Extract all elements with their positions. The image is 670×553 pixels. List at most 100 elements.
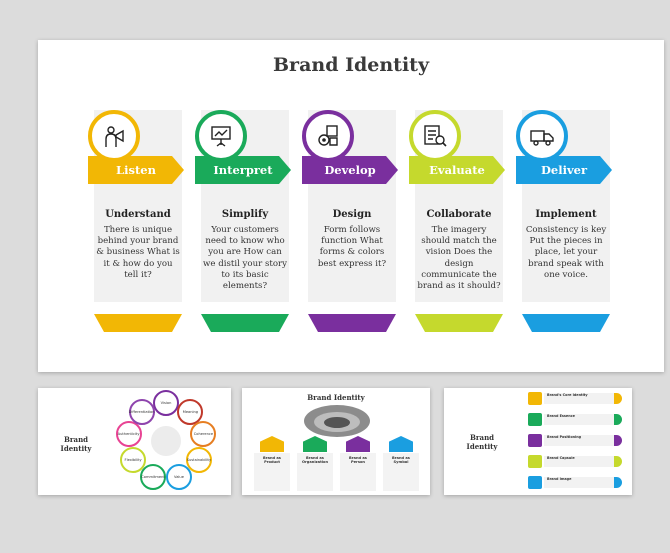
column-label: Brand as Person xyxy=(349,456,367,464)
arrow-banner-shape xyxy=(88,156,184,184)
step-label: Interpret xyxy=(213,163,273,177)
step-description: Consistency is key Put the pieces in pla… xyxy=(525,225,607,280)
step-banner: Develop xyxy=(302,156,398,184)
step-tail-shape xyxy=(308,314,396,332)
megaphone-icon xyxy=(151,426,181,456)
step-tail-shape xyxy=(415,314,503,332)
column-label: Brand as Product xyxy=(263,456,281,464)
wheel-node: Vision xyxy=(153,390,179,416)
row-label: Brand Image xyxy=(547,477,572,481)
column-label: Brand as Symbol xyxy=(392,456,410,464)
arrow-banner-shape xyxy=(195,156,291,184)
column-icon xyxy=(389,436,413,452)
thumbnail-title: Brand Identity xyxy=(307,393,365,402)
brand-row: Brand Image xyxy=(528,476,624,489)
row-icon xyxy=(528,455,542,468)
row-label: Brand Capsule xyxy=(547,456,575,460)
thumbnail-title: Brand Identity xyxy=(466,433,498,451)
row-icon xyxy=(528,476,542,489)
brand-column: Brand as Product xyxy=(254,436,290,492)
row-tab xyxy=(614,456,622,467)
step-icon-badge xyxy=(195,110,247,162)
row-tab xyxy=(614,435,622,446)
step-heading: Design xyxy=(332,209,372,220)
delivery-truck-icon xyxy=(530,130,554,146)
step-banner: Deliver xyxy=(516,156,612,184)
brand-essence-center xyxy=(324,417,350,428)
arrow-banner-shape xyxy=(409,156,505,184)
brand-row: Brand's Core Identity xyxy=(528,392,624,405)
wheel-node: Sustainability xyxy=(185,447,212,473)
process-step-deliver: Deliver Implement Consistency is key Put… xyxy=(516,110,616,336)
step-tail-shape xyxy=(201,314,289,332)
row-tab xyxy=(614,393,622,404)
row-label: Brand Positioning xyxy=(547,435,582,439)
step-label: Deliver xyxy=(540,163,588,177)
brand-column: Brand as Person xyxy=(340,436,376,492)
wheel-node: Authenticity xyxy=(115,421,142,448)
brand-row: Brand Positioning xyxy=(528,434,624,447)
step-banner: Evaluate xyxy=(409,156,505,184)
step-banner: Listen xyxy=(88,156,184,184)
column-card xyxy=(254,453,290,491)
step-icon-badge xyxy=(409,110,461,162)
step-label: Develop xyxy=(324,163,376,177)
main-slide[interactable]: Brand Identity Listen Understand There i… xyxy=(38,40,664,372)
column-icon xyxy=(346,436,370,452)
row-icon xyxy=(528,392,542,405)
step-icon-badge xyxy=(516,110,568,162)
puzzle-gear-icon xyxy=(318,125,338,146)
row-bar xyxy=(544,477,614,488)
row-bar xyxy=(544,456,614,467)
column-icon xyxy=(303,436,327,452)
step-description: Your customers need to know who you are … xyxy=(203,225,287,292)
row-bar xyxy=(544,393,614,404)
wheel-node: Commitment xyxy=(140,463,166,490)
process-step-interpret: Interpret Simplify Your customers need t… xyxy=(195,110,295,336)
thumbnail-title: Brand Identity xyxy=(60,435,92,453)
arrow-banner-shape xyxy=(516,156,612,184)
checklist-magnifier-icon xyxy=(424,125,447,147)
step-description: The imagery should match the vision Does… xyxy=(417,225,501,292)
slide-title: Brand Identity xyxy=(273,54,429,76)
brand-row: Brand Essence xyxy=(528,413,624,426)
step-description: There is unique behind your brand & busi… xyxy=(96,225,180,280)
step-label: Listen xyxy=(116,163,156,177)
brand-column: Brand as Symbol xyxy=(383,436,419,492)
process-step-evaluate: Evaluate Collaborate The imagery should … xyxy=(409,110,509,336)
arrow-banner-shape xyxy=(302,156,398,184)
thumbnail-slide-3[interactable]: Brand Identity Brand's Core Identity Bra… xyxy=(444,388,632,495)
process-step-listen: Listen Understand There is unique behind… xyxy=(88,110,188,336)
wheel-node: Value xyxy=(165,463,192,490)
step-icon-badge xyxy=(88,110,140,162)
wheel-node: Flexibility xyxy=(120,447,147,473)
column-card xyxy=(340,453,376,491)
row-label: Brand's Core Identity xyxy=(547,393,588,397)
step-tail-shape xyxy=(94,314,182,332)
step-description: Form follows function What forms & color… xyxy=(317,225,387,269)
row-label: Brand Essence xyxy=(547,414,575,418)
step-heading: Collaborate xyxy=(426,209,492,220)
row-tab xyxy=(614,477,622,488)
step-heading: Understand xyxy=(105,209,171,220)
wheel-node: Differentiation xyxy=(128,398,155,425)
process-step-develop: Develop Design Form follows function Wha… xyxy=(302,110,402,336)
column-label: Brand as Organization xyxy=(301,456,329,464)
step-heading: Simplify xyxy=(221,209,269,220)
brand-column: Brand as Organization xyxy=(297,436,333,492)
column-icon xyxy=(260,436,284,452)
row-icon xyxy=(528,413,542,426)
row-icon xyxy=(528,434,542,447)
thumbnail-slide-2[interactable]: Brand Identity Brand as Product Brand as… xyxy=(242,388,430,495)
step-tail-shape xyxy=(522,314,610,332)
step-label: Evaluate xyxy=(429,163,485,177)
wheel-node: Meaning xyxy=(177,398,204,425)
row-tab xyxy=(614,414,622,425)
presentation-board-icon xyxy=(211,126,231,147)
step-icon-badge xyxy=(302,110,354,162)
person-megaphone-icon xyxy=(105,126,124,147)
row-bar xyxy=(544,435,614,446)
brand-row: Brand Capsule xyxy=(528,455,624,468)
row-bar xyxy=(544,414,614,425)
